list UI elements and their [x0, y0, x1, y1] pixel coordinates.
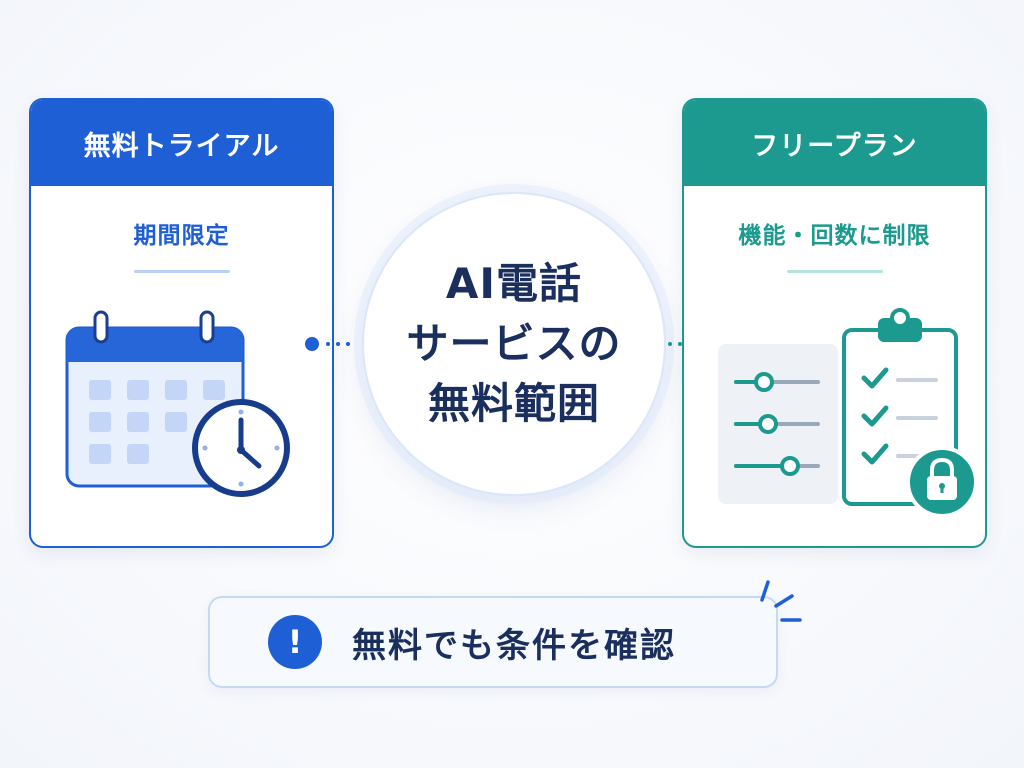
free-trial-subtitle: 期間限定: [133, 223, 230, 249]
free-plan-card: フリープラン 機能・回数に制限: [682, 98, 987, 548]
free-plan-title: フリープラン: [684, 100, 985, 186]
exclamation-icon: !: [268, 615, 322, 669]
free-plan-divider: [786, 270, 883, 273]
calendar-clock-icon: [65, 310, 290, 497]
sliders-icon: [734, 372, 820, 476]
free-trial-divider: [133, 270, 230, 273]
free-trial-card: 無料トライアル 期間限定: [29, 98, 334, 548]
notice-banner: ! 無料でも条件を確認: [208, 596, 778, 688]
free-trial-title: 無料トライアル: [31, 100, 332, 186]
sparkle-icon: [760, 580, 802, 622]
center-title: AI電話 サービスの 無料範囲: [406, 254, 621, 434]
checklist-lock-icon: [718, 308, 978, 518]
free-plan-subtitle: 機能・回数に制限: [738, 223, 931, 249]
notice-text: 無料でも条件を確認: [352, 625, 676, 666]
center-title-line-2: サービスの: [406, 319, 622, 368]
center-topic-circle: AI電話 サービスの 無料範囲: [362, 192, 666, 496]
center-title-line-1: AI電話: [445, 259, 583, 308]
left-connector: [305, 337, 350, 351]
center-title-line-3: 無料範囲: [427, 379, 600, 428]
